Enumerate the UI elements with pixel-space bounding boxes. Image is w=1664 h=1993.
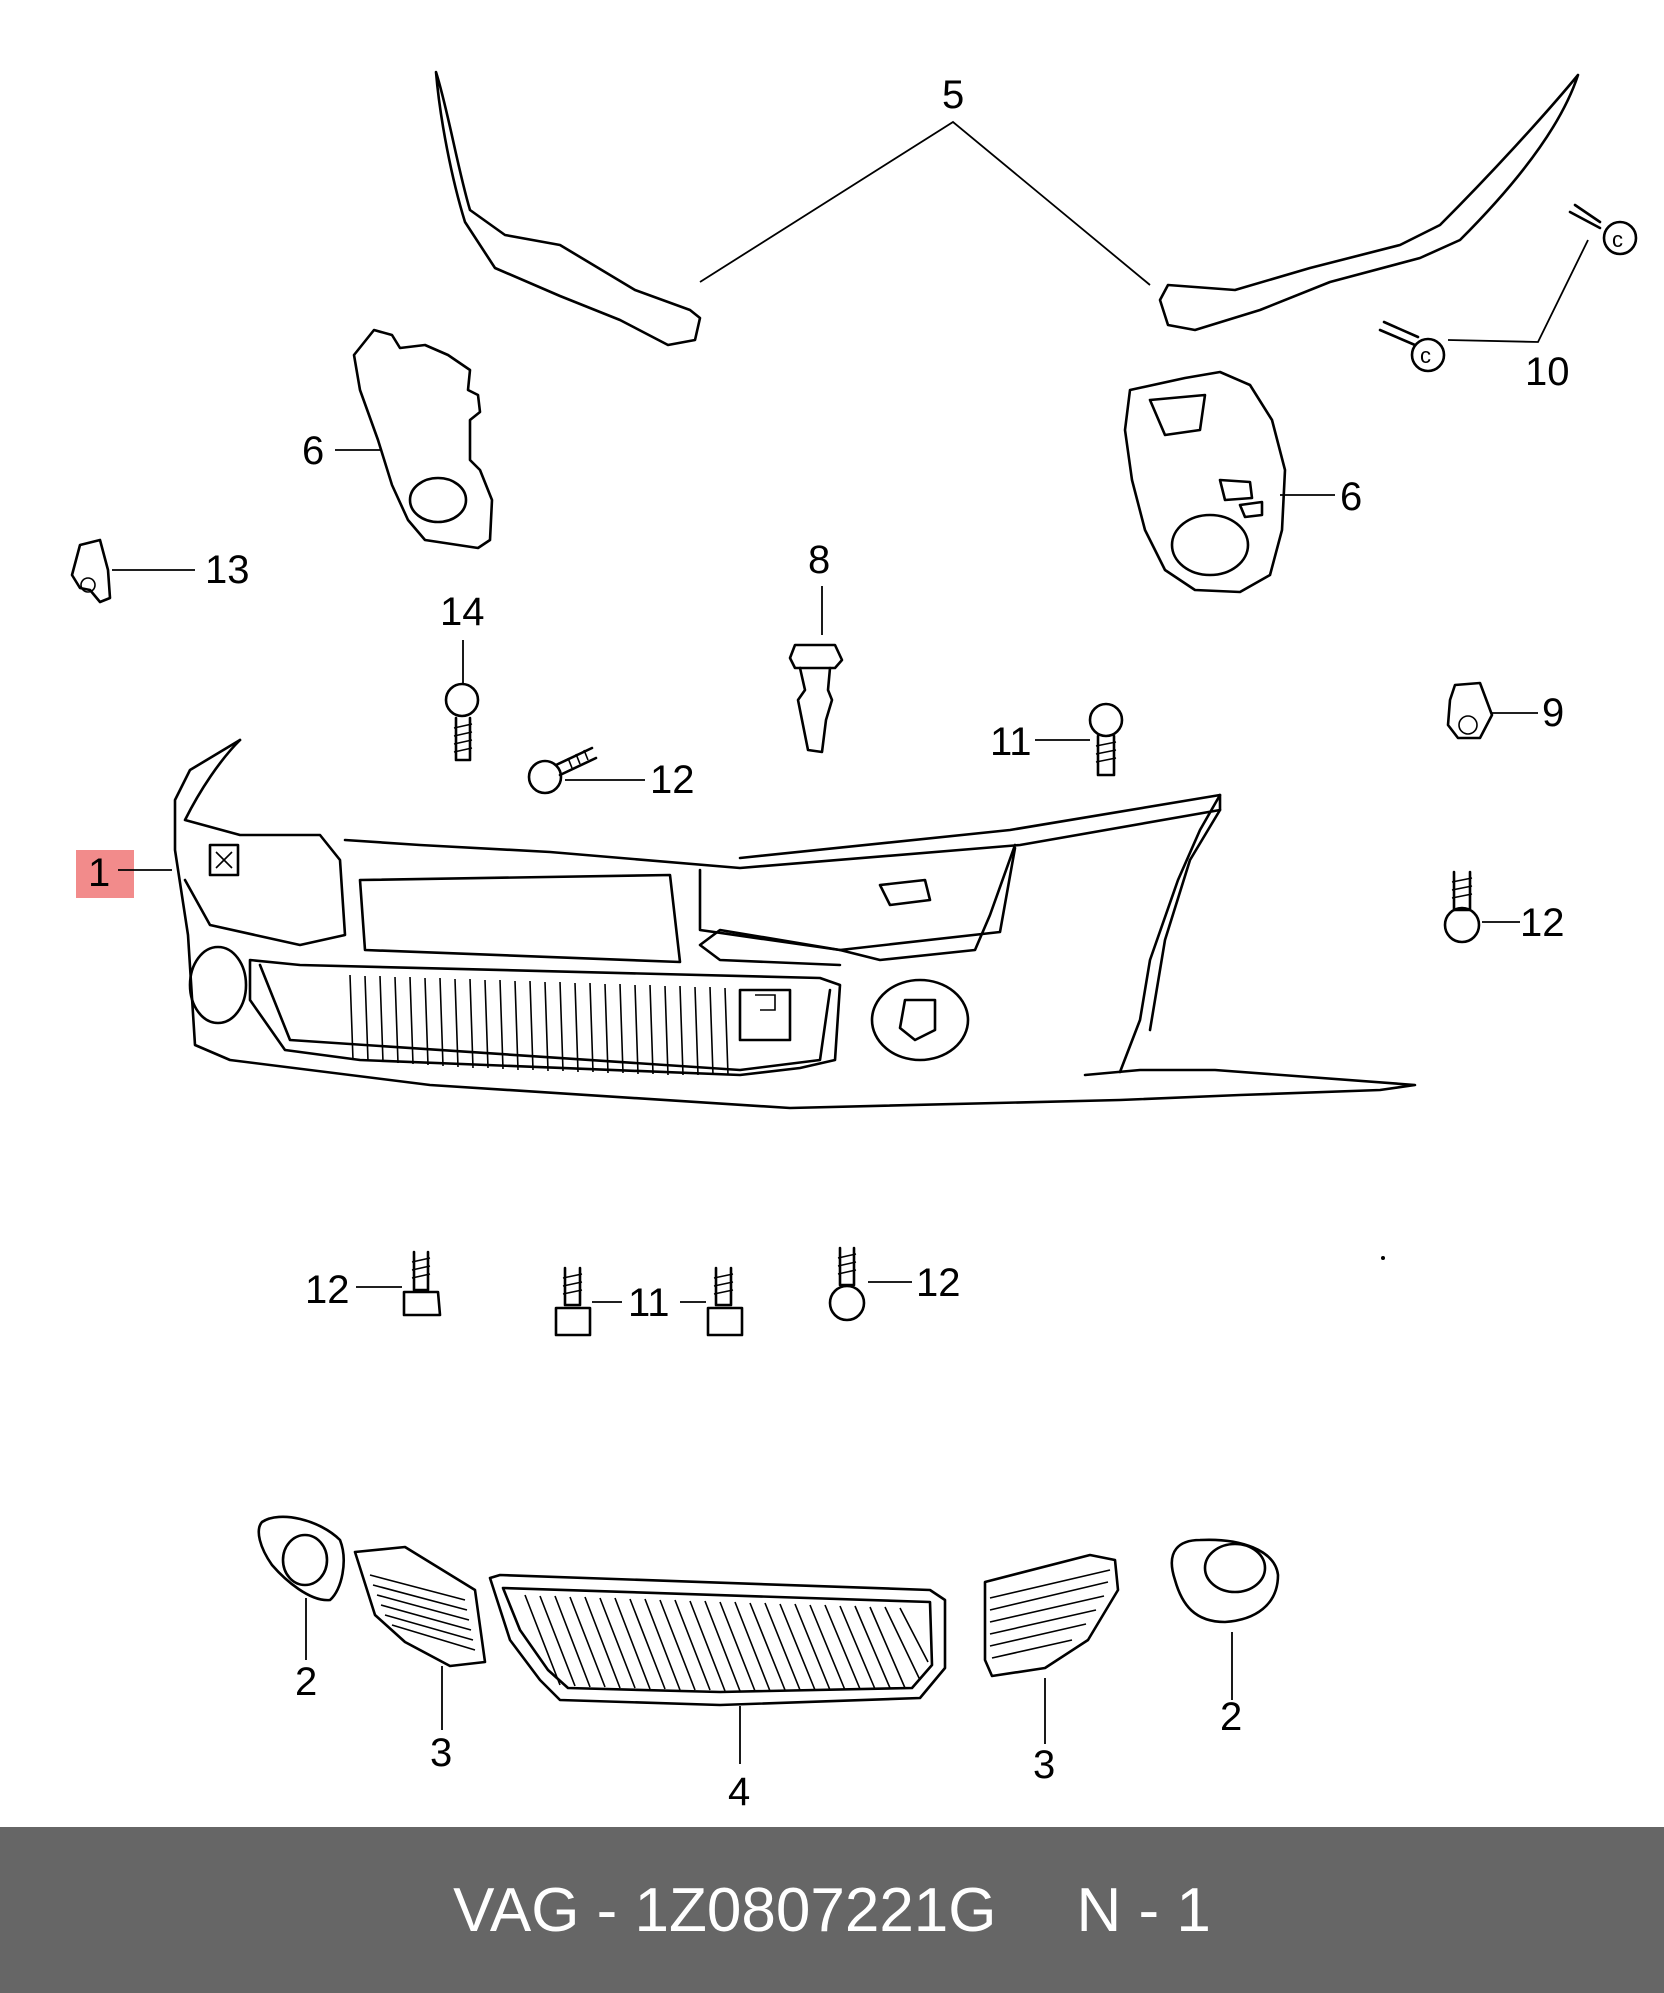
callout-6b: 6 <box>1340 475 1362 519</box>
callout-12a: 12 <box>650 758 695 802</box>
callout-6a: 6 <box>302 429 324 473</box>
svg-text:c: c <box>1612 227 1623 252</box>
part-12-screw-a[interactable] <box>527 746 598 795</box>
part-12-screw-d[interactable] <box>828 1246 866 1322</box>
callout-2a: 2 <box>295 1660 317 1704</box>
callout-3b: 3 <box>1033 1743 1055 1787</box>
part-3-right-grille[interactable] <box>983 1553 1120 1678</box>
callout-11a: 11 <box>990 720 1032 764</box>
callout-2b: 2 <box>1220 1695 1242 1739</box>
footer-bar: VAG - 1Z0807221G N - 1 <box>0 1827 1664 1993</box>
callout-11b: 11 <box>628 1281 670 1325</box>
callout-12b: 12 <box>1520 901 1565 945</box>
part-11-screw-a[interactable] <box>1088 702 1124 777</box>
parts-diagram: 5 c c 10 6 6 13 14 <box>70 70 1638 1814</box>
part-1-bumper[interactable] <box>173 738 1417 1110</box>
part-5-trim-strip[interactable] <box>434 70 1580 347</box>
part-3-left-grille[interactable] <box>353 1545 487 1668</box>
callout-9: 9 <box>1542 691 1564 735</box>
part-12-screw-b[interactable] <box>1443 870 1481 944</box>
part-4-center-grille[interactable] <box>488 1573 947 1707</box>
part-8-plug[interactable] <box>788 643 844 754</box>
dot-mark <box>1381 1256 1385 1260</box>
part-10-bolts[interactable]: c c <box>1378 203 1638 373</box>
callout-3a: 3 <box>430 1731 452 1775</box>
part-9-clip[interactable] <box>1446 681 1494 740</box>
callout-4: 4 <box>728 1770 750 1814</box>
callout-12c: 12 <box>305 1268 350 1312</box>
part-6-right-bracket[interactable] <box>1123 370 1287 594</box>
part-12-screw-c[interactable] <box>402 1250 442 1317</box>
callout-12d: 12 <box>916 1261 961 1305</box>
callout-8: 8 <box>808 538 830 582</box>
part-11-screws-b[interactable] <box>554 1266 744 1337</box>
callout-5: 5 <box>942 73 964 117</box>
svg-text:c: c <box>1420 343 1431 368</box>
position-code: N - 1 <box>1076 1875 1211 1945</box>
part-14-screw[interactable] <box>444 682 480 762</box>
callout-10: 10 <box>1525 350 1570 394</box>
part-13-clip[interactable] <box>70 538 112 604</box>
callout-14: 14 <box>440 590 485 634</box>
part-2-right-cover[interactable] <box>1170 1538 1280 1624</box>
callout-1: 1 <box>88 851 110 895</box>
callout-1-highlight <box>76 850 134 898</box>
part-2-left-cover[interactable] <box>257 1515 345 1602</box>
part-number: VAG - 1Z0807221G <box>453 1875 997 1945</box>
part-6-left-bracket[interactable] <box>352 328 494 550</box>
callout-13: 13 <box>205 548 250 592</box>
